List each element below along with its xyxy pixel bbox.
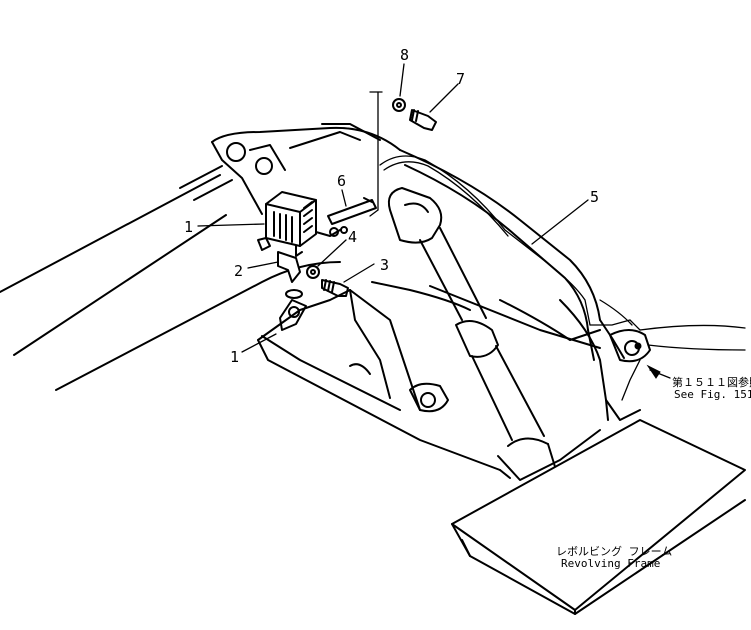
bracket-6 [327,197,377,225]
relay-unit [257,191,348,257]
revolving-frame-block [451,419,746,615]
frame-label-jp: レボルビング フレーム [556,544,672,558]
fasteners [279,98,437,331]
callout-1-relay: 1 [184,218,193,236]
reference-jp: 第１５１１図参照 [672,375,751,389]
callout-5: 5 [590,188,599,206]
callout-7: 7 [456,70,465,88]
boom-cylinder [387,187,549,447]
leader-lines [197,63,671,379]
bracket-2 [277,251,301,283]
callout-8: 8 [400,46,409,64]
callout-3: 3 [380,256,389,274]
callout-2: 2 [234,262,243,280]
figure-reference: 第１５１１図参照 See Fig. 1511 [672,375,751,401]
frame-label: レボルビング フレーム Revolving Frame [556,544,672,570]
reference-en: See Fig. 1511 [674,388,751,401]
wire-harness [369,91,746,401]
callout-4: 4 [348,228,357,246]
callout-labels: 1 1 2 3 4 5 6 7 8 [184,46,599,366]
callout-6: 6 [337,172,346,190]
frame-structure [257,281,651,481]
frame-label-en: Revolving Frame [561,557,660,570]
callout-1-nut: 1 [230,348,239,366]
